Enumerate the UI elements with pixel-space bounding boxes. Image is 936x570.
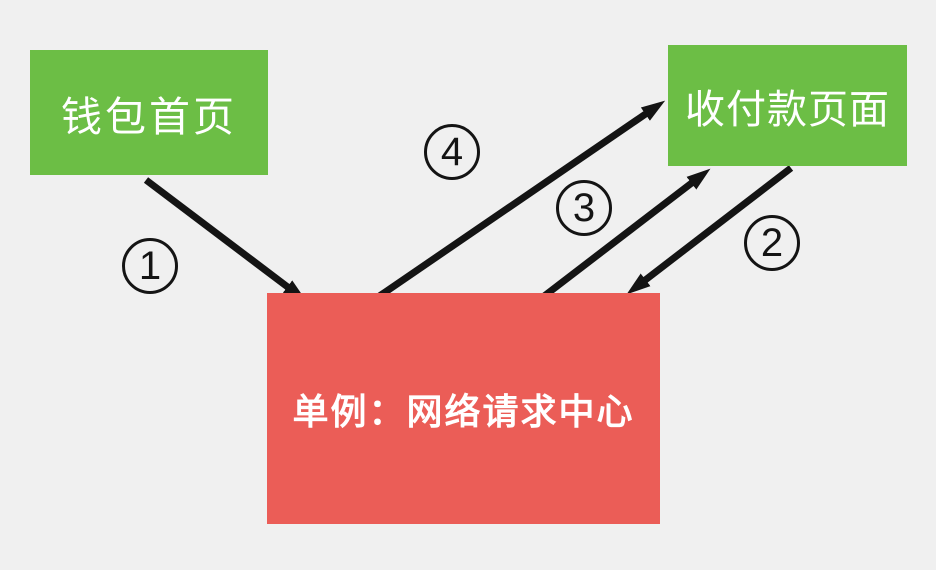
node-payment-page-label: 收付款页面: [685, 87, 890, 132]
step-badge-2: 2: [744, 215, 800, 271]
node-network-request-center-label: 单例：网络请求中心: [292, 390, 635, 432]
step-badge-1-number: 1: [138, 244, 162, 288]
node-payment-page: 收付款页面: [668, 45, 907, 166]
node-wallet-home-label: 钱包首页: [61, 93, 237, 140]
step-badge-2-number: 2: [760, 221, 784, 265]
step-badge-1: 1: [122, 238, 178, 294]
node-network-request-center: 单例：网络请求中心: [267, 293, 660, 524]
step-badge-3: 3: [556, 180, 612, 236]
node-wallet-home: 钱包首页: [30, 50, 268, 175]
step-badge-3-number: 3: [572, 186, 596, 230]
step-badge-4: 4: [424, 124, 480, 180]
step-badge-4-number: 4: [440, 130, 464, 174]
